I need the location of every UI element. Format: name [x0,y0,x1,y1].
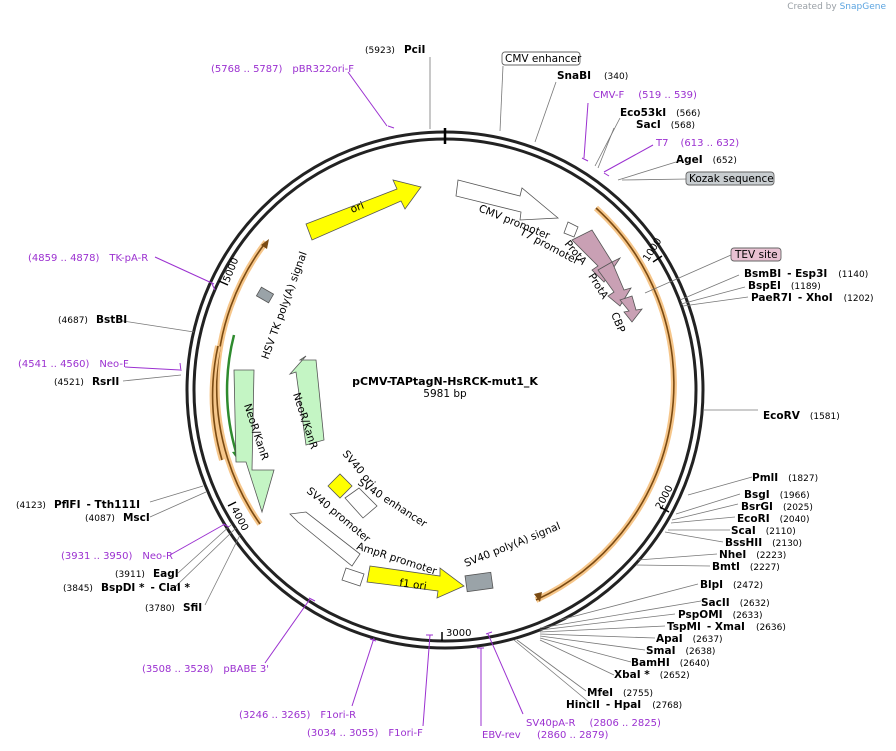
neor-kanr-arrow-outer [233,369,275,514]
orf-arc-left-arrowhead [261,239,269,249]
t7-promoter-arrow [563,221,579,238]
tev-site-box: TEV site [730,247,782,262]
enzyme-blpi: BlpI(2472) [700,579,763,591]
enzyme-snabi: SnaBI(340) [557,70,628,82]
tick-label-5000: 5000 [222,256,242,284]
primer-neo-f: (4541 .. 4560)Neo-F [18,359,129,370]
hsv-tk-polya-box [255,286,275,304]
tick-label-4000: 4000 [228,505,250,533]
primer-cmv-f: CMV-F(519 .. 539) [593,90,697,101]
watermark-prefix: Created by [787,2,837,12]
prota-arrow-2 [597,261,632,307]
kozak-sequence-label: Kozak sequence [689,173,774,185]
sv40-polya-label: SV40 poly(A) signal [463,520,563,570]
primer-tk-pa-r: (4859 .. 4878)TK-pA-R [28,253,148,264]
cmv-enhancer-label: CMV enhancer [505,53,582,65]
primer-f1ori-f: (3034 .. 3055)F1ori-F [307,728,423,739]
enzyme-sfii: (3780)SfiI [145,602,202,614]
primer-f1ori-r: (3246 .. 3265)F1ori-R [239,710,356,721]
enzyme-bsrgi: BsrGI(2025) [741,501,813,513]
primer-pbr322ori-f: (5768 .. 5787)pBR322ori-F [211,64,354,75]
enzyme-hincii: HincII- HpaI(2768) [566,699,682,711]
sv40-enhancer-arrow [344,487,378,519]
enzyme-scai: ScaI(2110) [731,525,796,537]
sv40-promoter-arrow [289,511,361,567]
enzyme-mfei: MfeI(2755) [587,687,653,699]
cbp-label: CBP [608,311,627,335]
enzyme-bstbi: (4687)BstBI [58,314,127,326]
sv40-polya-box [464,571,494,593]
plasmid-title: pCMV-TAPtagN-HsRCK-mut1_K [352,375,538,388]
enzyme-ecorv: EcoRV(1581) [763,410,840,422]
primer-ebv-rev: EBV-rev [482,730,521,741]
cbp-arrow [619,295,643,323]
enzyme-xbai: XbaI *(2652) [614,669,690,681]
enzyme-pmli: PmlI(1827) [752,472,818,484]
enzyme-rsrii: (4521)RsrII [54,376,119,388]
plasmid-size: 5981 bp [423,388,467,400]
enzyme-bsgi: BsgI(1966) [744,489,810,501]
ori-label: ori [349,200,366,216]
enzyme-smai: SmaI(2638) [646,645,715,657]
enzyme-eagi: (3911)EagI [115,568,179,580]
primer-t7: T7(613 .. 632) [655,138,739,149]
orf-arc-right-arrowhead [534,592,542,602]
enzyme-agei: AgeI(652) [676,154,737,166]
hsv-tk-polya-label: HSV TK poly(A) signal [260,250,310,361]
primer-ebv-rev-range: (2860 .. 2879) [537,730,609,741]
enzyme-pcii: (5923)PciI [365,44,425,56]
orf-arc-left [215,241,267,525]
enzyme-msci: (4087)MscI [85,512,150,524]
tev-site-label: TEV site [734,249,778,261]
cmv-promoter-arrow [455,179,560,221]
enzyme-saci: SacI(568) [636,119,695,131]
tick-3000: 3000 [441,628,471,641]
orf-arc-left2 [211,345,223,461]
tick-label-3000: 3000 [446,628,471,639]
enzyme-bspei: BspEI(1189) [748,280,821,292]
neor-kanr-arrow-inner [288,355,325,446]
ori-arrow [305,179,422,241]
snapgene-watermark: Created by SnapGene [787,2,886,12]
enzyme-bmti: BmtI(2227) [712,561,780,573]
neo-green-arc [225,334,238,453]
f1-ori-label: f1 ori [399,577,428,593]
enzyme-paer7i: PaeR7I- XhoI(1202) [751,292,874,304]
snapgene-logo: SnapGene [839,2,886,12]
enzyme-eco53ki: Eco53kI(566) [620,107,700,119]
sv40-ori-box [327,473,353,499]
primer-neo-r: (3931 .. 3950)Neo-R [61,551,173,562]
enzyme-apai: ApaI(2637) [656,633,723,645]
primer-leaders [124,71,654,727]
leader-lines [122,57,758,704]
enzyme-bamhi: BamHI(2640) [631,657,710,669]
enzyme-sacii: SacII(2632) [701,597,770,609]
enzyme-bsshii: BssHII(2130) [725,537,802,549]
f1-ori-arrow [366,565,465,599]
enzyme-ecori: EcoRI(2040) [737,513,810,525]
cmv-enhancer-box: CMV enhancer [501,51,582,66]
enzyme-bspdi: (3845)BspDI *- ClaI * [63,582,190,594]
primer-sv40pa-r: SV40pA-R(2806 .. 2825) [526,718,661,729]
enzyme-pspomi: PspOMI(2633) [678,609,763,621]
enzyme-pflfi: (4123)PflFI- Tth111I [16,499,140,511]
enzyme-tspmi: TspMI- XmaI(2636) [667,621,786,633]
ampr-promoter-arrow [341,567,365,587]
enzyme-bsmbi: BsmBI- Esp3I(1140) [744,268,868,280]
primer-pbabe-3: (3508 .. 3528)pBABE 3' [142,664,269,675]
kozak-sequence-box: Kozak sequence [685,171,775,186]
orf-arc-right [535,207,675,601]
enzyme-nhei: NheI(2223) [719,549,786,561]
